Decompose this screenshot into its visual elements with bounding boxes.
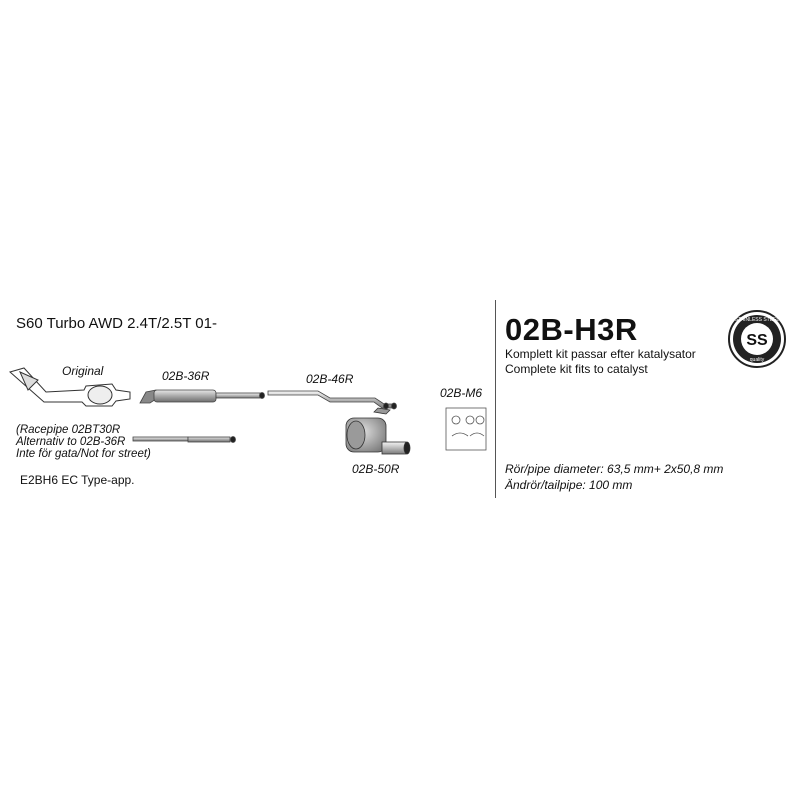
kit-description-sv: Komplett kit passar efter katalysator <box>505 347 696 361</box>
stainless-steel-badge: SS STAINLESS STEEL quality <box>728 310 786 368</box>
badge-letters: SS <box>746 332 768 349</box>
racepipe-note: (Racepipe 02BT30R Alternativ to 02B-36R … <box>16 424 151 460</box>
racepipe-drawing <box>132 436 236 443</box>
racepipe-note-line2: Alternativ to 02B-36R <box>16 436 126 448</box>
badge-ring-bottom: quality <box>750 357 765 363</box>
label-02b-m6: 02B-M6 <box>440 386 483 400</box>
type-approval: E2BH6 EC Type-app. <box>20 473 135 487</box>
pipe-02b-36r-drawing <box>139 389 265 404</box>
pipe-diameter: Rör/pipe diameter: 63,5 mm+ 2x50,8 mm <box>505 462 724 476</box>
tailpipe-size: Ändrör/tailpipe: 100 mm <box>505 478 633 492</box>
original-pipe-drawing <box>8 367 131 407</box>
racepipe-note-line3: Inte för gata/Not for street) <box>16 448 151 460</box>
vehicle-model: S60 Turbo AWD 2.4T/2.5T 01- <box>16 315 217 332</box>
pipe-02b-46r-drawing <box>267 390 397 410</box>
column-divider <box>495 300 496 498</box>
label-02b-50r: 02B-50R <box>352 462 400 476</box>
silencer-02b-50r-drawing <box>345 407 411 455</box>
racepipe-note-line1: (Racepipe 02BT30R <box>16 424 121 436</box>
kit-code: 02B-H3R <box>505 312 638 347</box>
label-original: Original <box>62 364 104 378</box>
mounting-kit-drawing <box>445 407 487 451</box>
badge-ring-top: STAINLESS STEEL <box>735 317 780 323</box>
kit-description-en: Complete kit fits to catalyst <box>505 362 648 376</box>
label-02b-36r: 02B-36R <box>162 369 210 383</box>
label-02b-46r: 02B-46R <box>306 372 354 386</box>
